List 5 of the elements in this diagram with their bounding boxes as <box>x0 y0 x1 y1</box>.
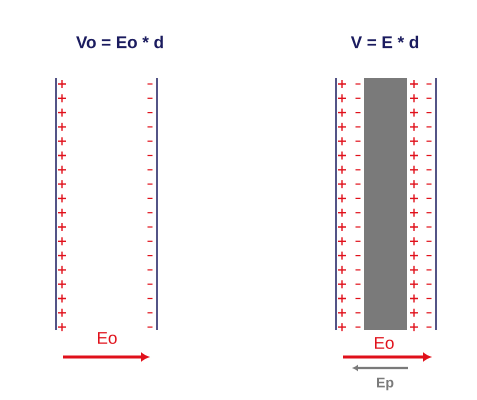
formula-heading: Vo = Eo * d <box>76 36 163 48</box>
field-label: Eo <box>375 337 394 349</box>
formula-heading: V = E * d <box>350 36 418 48</box>
field-label: Eo <box>98 332 117 344</box>
field-label: Ep <box>377 378 394 390</box>
